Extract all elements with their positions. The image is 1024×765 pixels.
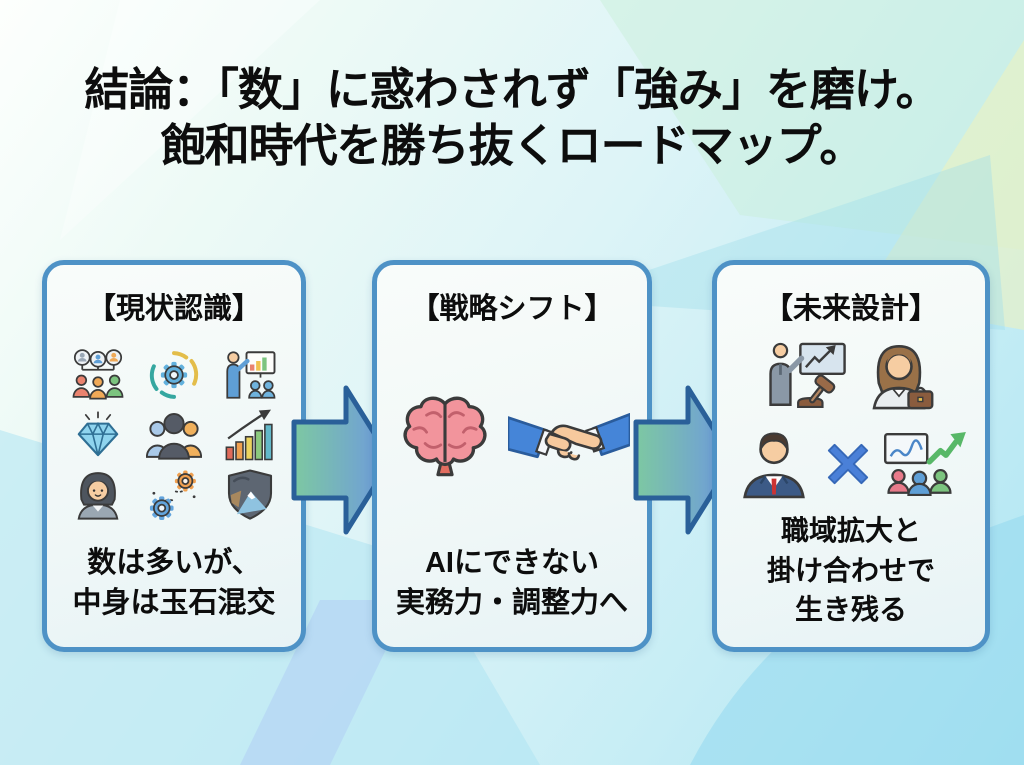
icon-cell [215,465,285,525]
title-line-2: 飽和時代を勝ち抜くロードマップ。 [160,119,865,171]
future-design-text-line-2: 掛け合わせで [766,554,935,586]
card-future-design: 【未来設計】 [712,260,990,652]
icon-cell [63,465,133,525]
arrow-right-icon [291,385,394,535]
icon-cell [63,405,133,465]
future-design-text-line-1: 職域拡大と [780,515,921,547]
icon-row [717,335,985,417]
icon-cell [215,405,285,465]
future-design-text-line-3: 生き残る [794,593,907,625]
presentation-icon [226,351,276,399]
businessman-icon [743,432,805,499]
process-gear-icon [149,351,199,399]
card-strategy-shift-header: 【戦略シフト】 [410,293,614,325]
future-design-icons [717,327,985,511]
strategy-shift-icons [394,327,630,543]
card-current-state-header: 【現状認識】 [86,293,261,325]
future-design-text: 職域拡大と 掛け合わせで 生き残る [767,511,935,629]
current-state-text-line-1: 数は多いが、 [87,546,261,579]
current-state-text-line-2: 中身は玉石混交 [72,586,276,619]
card-strategy-shift: 【戦略シフト】 [372,260,652,652]
businesswoman-icon [872,345,934,410]
mountain-shield-icon [227,469,273,520]
woman-avatar-icon [77,472,119,520]
icon-cell [139,465,209,525]
page-title: 結論：「数」に惑わされず「強み」を磨け。 飽和時代を勝ち抜くロードマップ。 [0,62,1024,174]
diamond-icon [77,411,119,457]
current-state-icon-grid [47,327,301,543]
brain-icon [403,396,487,477]
arrow-right-icon [633,385,736,535]
org-chart-people-icon [72,349,124,400]
workflow-gears-icon [149,470,196,520]
icon-cell [215,345,285,405]
presenter-gavel-icon [769,342,846,409]
title-line-1: 結論：「数」に惑わされず「強み」を磨け。 [84,64,940,115]
strategy-shift-text-line-2: 実務力・調整力へ [395,586,628,619]
strategy-shift-text: AIにできない 実務力・調整力へ [396,543,628,623]
handshake-icon [508,412,630,461]
icon-row [717,425,985,503]
card-current-state: 【現状認識】 [42,260,306,652]
icon-cell [139,405,209,465]
icon-cell [63,345,133,405]
current-state-text: 数は多いが、 中身は玉石混交 [72,543,275,623]
strategy-shift-text-line-1: AIにできない [424,546,599,579]
team-growth-icon [883,432,966,497]
multiply-icon [827,444,869,485]
icon-cell [139,345,209,405]
people-group-icon [146,413,202,460]
growth-bars-icon [225,409,273,461]
card-future-design-header: 【未来設計】 [763,293,938,325]
